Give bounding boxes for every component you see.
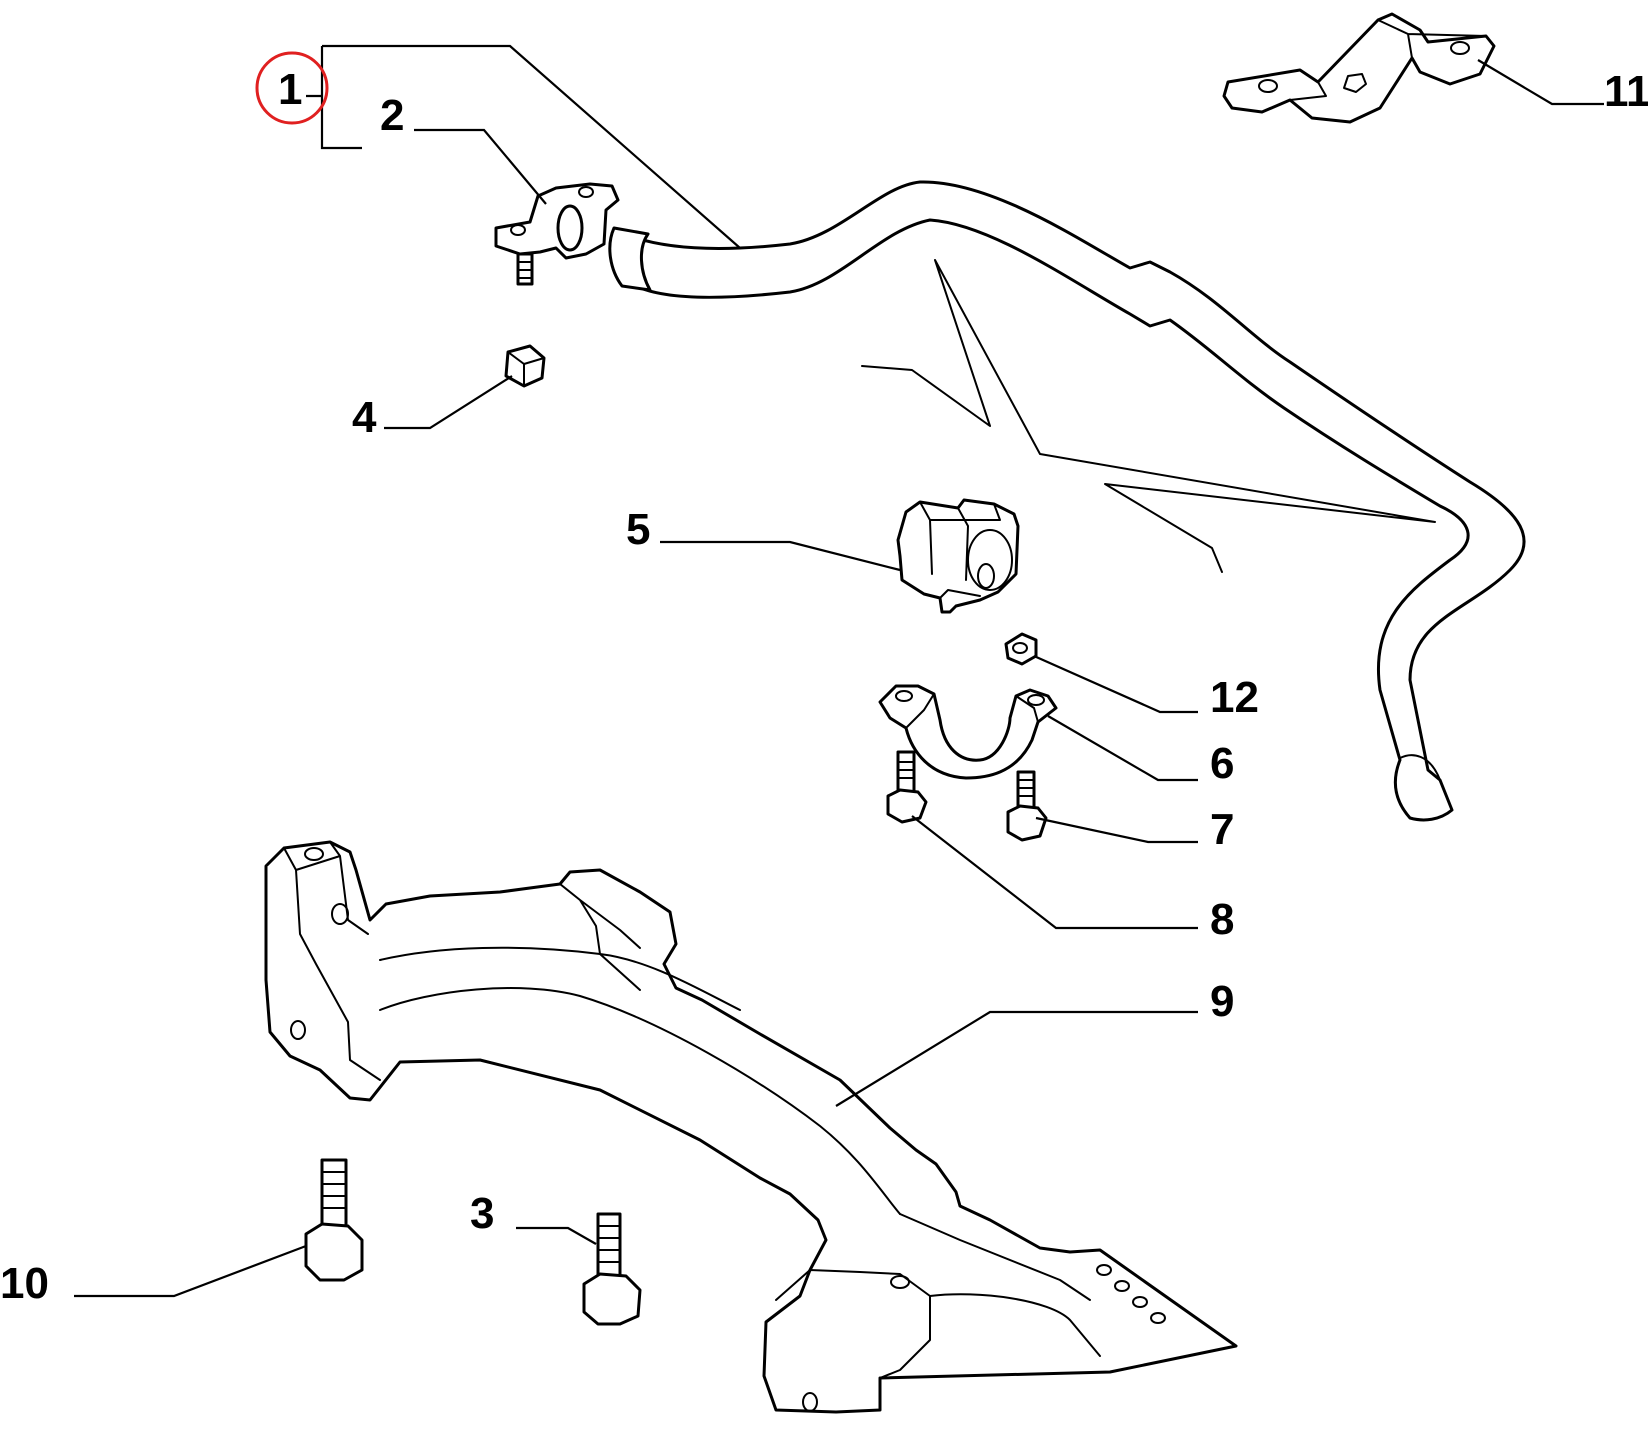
- callout-8: 8: [1210, 895, 1234, 944]
- leader-1: [306, 44, 741, 249]
- leader-8: [911, 815, 1198, 930]
- part-5-bushing: [896, 498, 1020, 614]
- callout-7: 7: [1210, 805, 1234, 854]
- callout-12: 12: [1210, 673, 1259, 722]
- callout-4: 4: [352, 393, 377, 442]
- part-9-crossmember: [264, 840, 1238, 1414]
- callout-labels: 1 2 4 5 12 6 7 8 9 10 3 11: [0, 51, 1648, 1308]
- leader-6: [1047, 715, 1198, 782]
- callout-2: 2: [380, 91, 404, 140]
- part-1-stabilizer-bar: [608, 180, 1526, 822]
- part-7-bolt: [1006, 770, 1048, 842]
- callout-1-highlight-circle: [255, 51, 329, 125]
- callout-1: 1: [278, 65, 302, 114]
- part-2-link-bracket: [494, 182, 620, 286]
- callout-6: 6: [1210, 739, 1234, 788]
- part-3-bolt: [582, 1212, 642, 1326]
- leader-7: [1035, 816, 1198, 844]
- leader-10: [74, 1244, 307, 1298]
- leader-lines: [74, 44, 1604, 1298]
- leader-3: [516, 1226, 597, 1245]
- leader-5: [660, 540, 901, 572]
- part-11-bracket: [1222, 12, 1496, 124]
- callout-3: 3: [470, 1189, 494, 1238]
- callout-9: 9: [1210, 977, 1234, 1026]
- leader-2: [414, 128, 547, 205]
- part-4-nut: [504, 344, 546, 388]
- part-12-nut: [1004, 632, 1038, 666]
- callout-10: 10: [0, 1259, 49, 1308]
- callout-11: 11: [1604, 67, 1648, 116]
- leader-11: [1477, 59, 1604, 106]
- leader-12: [1033, 654, 1198, 714]
- leader-9: [835, 1010, 1198, 1107]
- leader-4: [384, 375, 513, 430]
- part-6-clamp: [878, 684, 1058, 780]
- part-10-bolt: [304, 1158, 364, 1282]
- callout-5: 5: [626, 505, 650, 554]
- part-8-bolt: [886, 750, 928, 824]
